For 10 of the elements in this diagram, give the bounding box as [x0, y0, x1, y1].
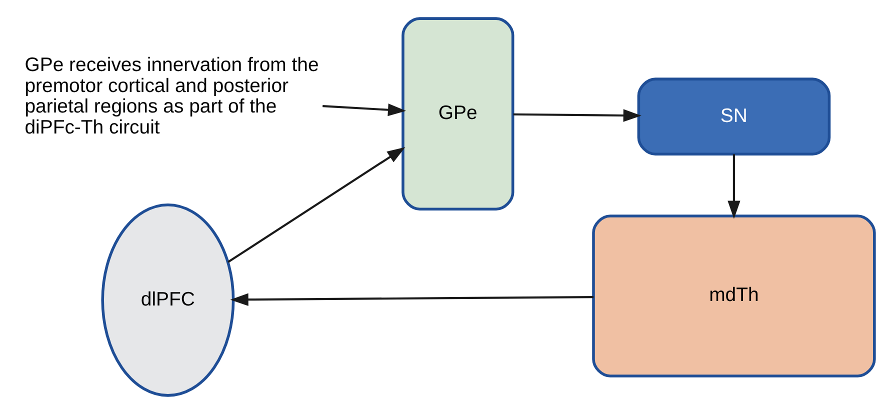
arrow [322, 103, 406, 116]
node-box: GPe [402, 16, 514, 210]
arrow [230, 292, 594, 306]
arrow [228, 146, 406, 262]
arrow [728, 154, 740, 218]
node-ellipse: dlPFC [101, 203, 235, 396]
node-box: SN [637, 77, 831, 156]
node-box: mdTh [592, 214, 876, 377]
node-text: GPe receives innervation from the premotor cortical and posterior parietal regions as part of the diPFc-Th circuit [24, 53, 319, 138]
arrow [513, 108, 642, 122]
